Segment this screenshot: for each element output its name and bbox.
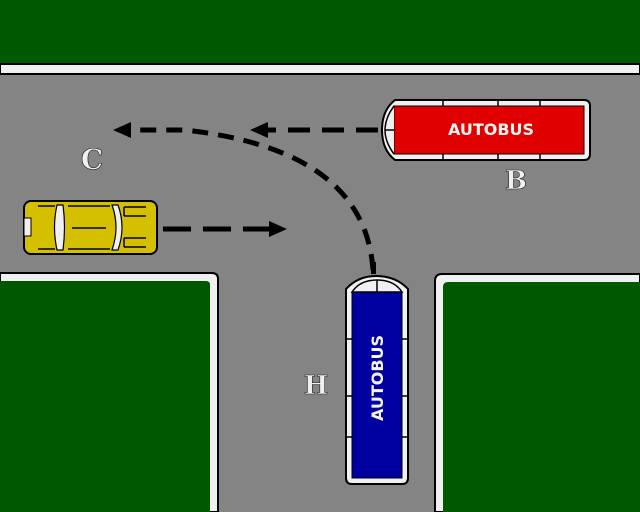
grass-bottom-right bbox=[434, 273, 640, 512]
bus-h: AUTOBUS bbox=[345, 274, 409, 485]
car bbox=[23, 200, 158, 255]
label-b: B bbox=[505, 166, 527, 196]
bus-h-text: AUTOBUS bbox=[368, 335, 387, 421]
grass-bottom-left bbox=[0, 272, 219, 512]
bus-h-path-stub bbox=[371, 262, 376, 274]
arrowhead-bus-b bbox=[250, 122, 268, 138]
bus-b-text: AUTOBUS bbox=[448, 120, 534, 139]
arrowhead-bus-h bbox=[113, 122, 131, 138]
label-c: C bbox=[81, 143, 103, 176]
path-arrows bbox=[130, 127, 378, 271]
label-h: H bbox=[304, 371, 329, 401]
bus-h-path bbox=[130, 127, 376, 271]
bus-b: AUTOBUS bbox=[380, 99, 591, 161]
curb-top bbox=[0, 63, 640, 75]
grass-top bbox=[0, 0, 640, 64]
arrowhead-car bbox=[269, 221, 287, 237]
